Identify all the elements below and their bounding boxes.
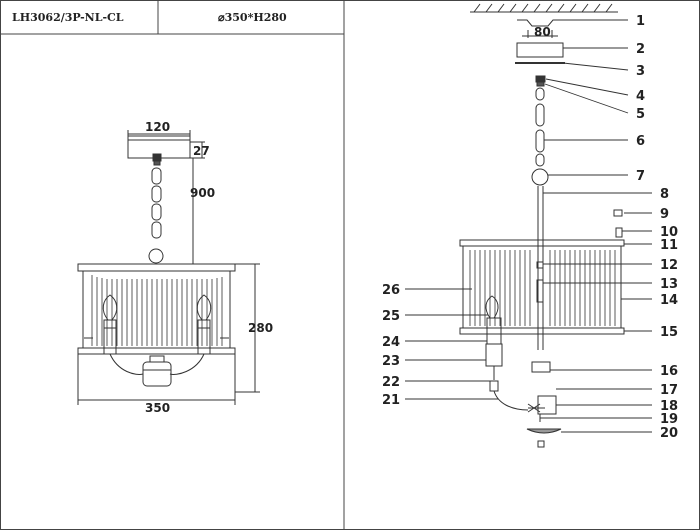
callout-10: 10 xyxy=(660,225,678,240)
shade-frame xyxy=(77,263,236,355)
callout-3: 3 xyxy=(636,64,645,79)
callout-13: 13 xyxy=(660,277,678,292)
rod-sleeve xyxy=(536,279,544,303)
callout-26: 26 xyxy=(382,283,400,298)
callout-14: 14 xyxy=(660,293,678,308)
callout-11: 11 xyxy=(660,238,678,253)
callout-7: 7 xyxy=(636,169,645,184)
overall-dimensions: ⌀350*H280 xyxy=(218,11,287,24)
callout-12: 12 xyxy=(660,258,678,273)
callout-15: 15 xyxy=(660,325,678,340)
callout-21: 21 xyxy=(382,393,400,408)
arm-and-body xyxy=(489,380,562,448)
hook-and-chain xyxy=(531,75,549,186)
header-table: LH3062/3P-NL-CL ⌀350*H280 xyxy=(0,0,344,35)
callout-1: 1 xyxy=(636,14,645,29)
finial-nut xyxy=(615,227,623,238)
callout-5: 5 xyxy=(636,107,645,122)
right-drawing xyxy=(405,3,652,448)
callout-25: 25 xyxy=(382,309,400,324)
finial-small xyxy=(613,209,623,217)
callout-8: 8 xyxy=(660,187,669,202)
callout-18: 18 xyxy=(660,399,678,414)
callout-22: 22 xyxy=(382,375,400,390)
callout-19: 19 xyxy=(660,412,678,427)
callout-6: 6 xyxy=(636,134,645,149)
callout-numbers: 1 2 3 4 5 6 7 8 9 10 11 12 13 14 15 16 1… xyxy=(382,14,678,441)
chain xyxy=(148,153,164,264)
ceiling-hatch xyxy=(470,3,618,13)
canopy-height-label: 27 xyxy=(193,144,210,158)
canopy-plate xyxy=(516,42,564,58)
central-body xyxy=(109,353,205,387)
shade-width-label: 350 xyxy=(145,401,170,415)
model-code: LH3062/3P-NL-CL xyxy=(12,11,124,24)
mounting-bracket xyxy=(517,19,563,38)
callout-23: 23 xyxy=(382,354,400,369)
callout-2: 2 xyxy=(636,42,645,57)
canopy-width-label: 120 xyxy=(145,120,170,134)
chain-length-label: 900 xyxy=(190,186,215,200)
callout-24: 24 xyxy=(382,335,400,350)
bracket-spacing-label: 80 xyxy=(534,25,551,39)
rod-end-cap xyxy=(531,361,551,373)
callout-leaders xyxy=(405,19,652,433)
left-drawing xyxy=(77,130,260,405)
exploded-bulb-holder xyxy=(485,295,503,380)
shade-height-label: 280 xyxy=(248,321,273,335)
callout-20: 20 xyxy=(660,426,678,441)
callout-9: 9 xyxy=(660,207,669,222)
callout-16: 16 xyxy=(660,364,678,379)
callout-17: 17 xyxy=(660,383,678,398)
callout-4: 4 xyxy=(636,89,645,104)
rod-coupler xyxy=(536,261,544,269)
glass-rods xyxy=(91,275,223,346)
